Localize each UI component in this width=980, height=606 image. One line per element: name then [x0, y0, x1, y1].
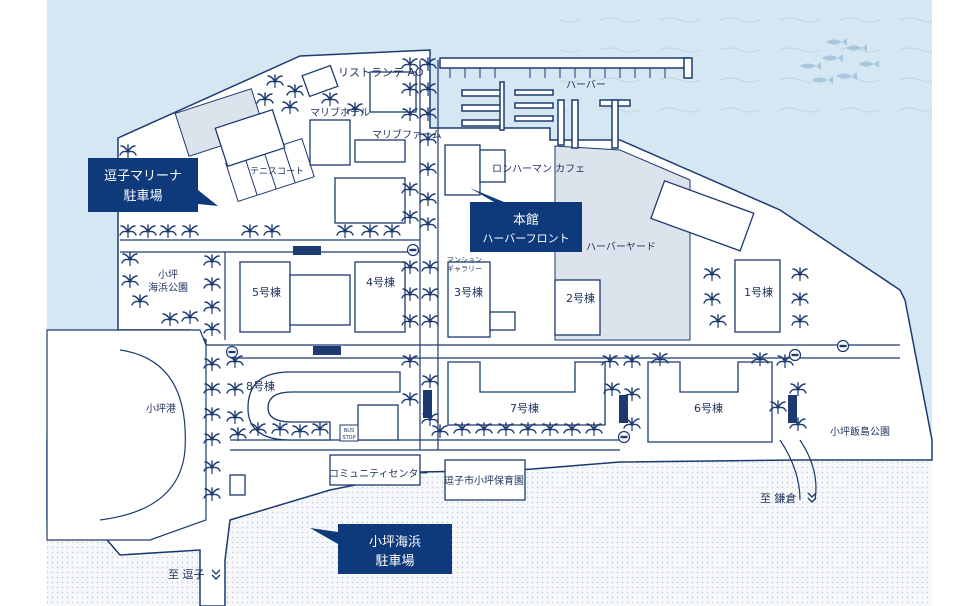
bus-stop-sign — [339, 424, 359, 442]
malibu-hotel-label: マリブホテル — [310, 106, 370, 119]
to-kamakura-label: 至 鎌倉 — [760, 491, 797, 505]
building-6-label: 6号棟 — [694, 401, 723, 415]
fish-icon — [800, 38, 879, 84]
double-chevron-down-icon — [211, 492, 817, 580]
building-2-label: 2号棟 — [566, 291, 595, 305]
harbor-yard-label: ハーバーヤード — [586, 241, 656, 253]
bus-stop-label-2: STOP — [342, 435, 355, 441]
bus-stop-label-1: BUS — [344, 428, 354, 434]
building-8-outline — [247, 371, 401, 441]
kotsubo-beach-parking-callout: 小坪海浜 駐車場 — [310, 524, 452, 574]
roads — [120, 60, 900, 501]
ron-herman-cafe-label: ロンハーマン カフェ — [492, 163, 585, 175]
kotsubo-port-breakwater — [99, 349, 186, 521]
community-center-label: コミュニティセンター — [329, 468, 428, 480]
mansion-gallery-label-2: ギャラリー — [447, 265, 482, 273]
nursery-label: 逗子市小坪保育園 — [444, 474, 524, 487]
building-1-label: 1号棟 — [744, 285, 773, 299]
ristorante-label: リストランテ AO — [338, 66, 424, 79]
kotsubo-beach-parking-line1: 小坪海浜 — [369, 535, 421, 550]
mansion-gallery-label-1: マンション — [447, 256, 482, 264]
kotsubo-park-label-1: 小坪 — [158, 268, 178, 281]
kotsubo-port-land — [46, 329, 207, 541]
zushi-marina-parking-callout: 逗子マリーナ 駐車場 — [88, 158, 218, 212]
kotsubo-park-label-2: 海浜公園 — [148, 281, 188, 294]
main-building-line2: ハーバーフロント — [482, 232, 569, 245]
building-7-label: 7号棟 — [510, 401, 539, 415]
building-5-label: 5号棟 — [252, 285, 281, 299]
building-3-label: 3号棟 — [454, 285, 483, 299]
one-way-sign-icon — [293, 246, 797, 423]
to-zushi-label: 至 逗子 — [168, 568, 205, 581]
kotsubo-beach-parking-line2: 駐車場 — [375, 554, 414, 569]
building-4-label: 4号棟 — [366, 275, 395, 289]
harbor-label: ハーバー — [566, 79, 606, 91]
iijima-park-label: 小坪飯島公園 — [830, 425, 890, 438]
tennis-court-label: テニスコート — [250, 166, 304, 177]
malibu-farm-label: マリブファーム — [372, 128, 442, 141]
building-outlines — [214, 64, 781, 501]
main-building-line1: 本館 — [513, 213, 539, 228]
building-8-label: 8号棟 — [246, 379, 275, 393]
harbor-piers — [439, 57, 693, 149]
main-building-callout: 本館 ハーバーフロント — [470, 188, 582, 252]
zushi-marina-parking-line2: 駐車場 — [123, 189, 162, 204]
zushi-marina-parking-line1: 逗子マリーナ — [104, 169, 182, 184]
pier-ticks — [449, 68, 666, 78]
kotsubo-port-label: 小坪港 — [146, 402, 176, 415]
